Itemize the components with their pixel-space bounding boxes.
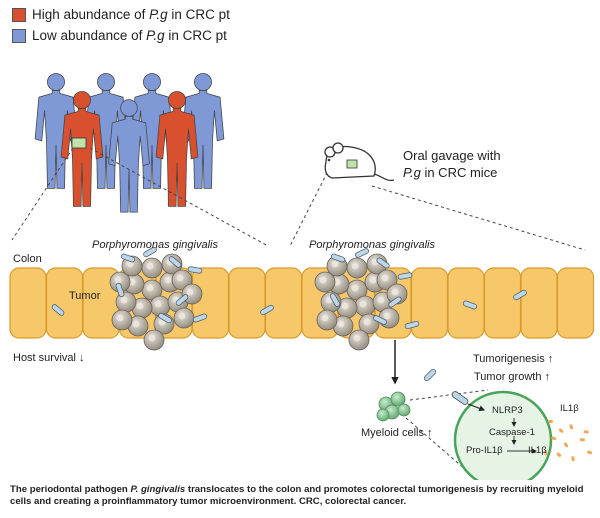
bacterium (143, 246, 157, 258)
myeloid-label: Myeloid cells ↑ (361, 427, 433, 439)
zoom-lines (405, 389, 489, 471)
person-figure (155, 91, 199, 207)
species-label-left: Porphyromonas gingivalis (92, 239, 218, 251)
colon-highlight-box (71, 137, 87, 149)
oral-line1: Oral gavage with (403, 148, 501, 163)
il1b-dot (548, 420, 553, 423)
diagram-canvas (9, 73, 595, 480)
colon-label: Colon (13, 253, 42, 265)
legend-low-swatch (12, 28, 26, 43)
legend-low: Low abundance of P.g in CRC pt (12, 28, 227, 43)
bacterium (404, 320, 420, 330)
bacterium (329, 293, 341, 307)
epithelial-cell (483, 267, 522, 339)
bacterium (187, 266, 203, 274)
epithelial-cell (191, 267, 230, 339)
il1b-outer-label: IL1β (560, 403, 579, 414)
bacterium (355, 248, 369, 258)
figure-caption: The periodontal pathogen P. gingivalis t… (10, 484, 584, 507)
bacterium (397, 272, 413, 280)
tumorigenesis-up-arrow: ↑ (547, 353, 554, 365)
host-survival-down-arrow: ↓ (79, 352, 85, 364)
bacterium (373, 315, 387, 325)
bacterium (175, 294, 189, 306)
il1b-dot (579, 438, 585, 442)
legend-high-swatch (12, 7, 26, 22)
colon-epithelium (9, 267, 595, 339)
il1b-dot (551, 436, 557, 441)
il1b-dot (558, 428, 564, 433)
species-label-right: Porphyromonas gingivalis (309, 239, 435, 251)
bacterium (513, 289, 527, 301)
tumorigenesis-label: Tumorigenesis ↑ (473, 353, 554, 365)
patient-group-figures (34, 73, 225, 213)
pg-activation-rod (451, 391, 486, 412)
bacterium (423, 368, 437, 382)
myeloid-up-arrow: ↑ (427, 427, 433, 439)
oral-gavage-label: Oral gavage with P.g in CRC mice (403, 147, 501, 181)
tumor-cluster-left (109, 253, 203, 351)
tumor-growth-label: Tumor growth ↑ (474, 371, 551, 383)
epithelial-cell (264, 267, 303, 339)
legend-low-text: Low abundance of P.g in CRC pt (32, 28, 227, 43)
epithelial-cell (556, 267, 595, 339)
legend-high: High abundance of P.g in CRC pt (12, 7, 230, 22)
bacterium (51, 304, 65, 316)
person-figure (60, 91, 104, 207)
bacterium (158, 312, 172, 324)
bacterium (168, 256, 182, 268)
il1b-dot (563, 442, 569, 448)
il1b-dot (587, 450, 593, 455)
tumor-growth-up-arrow: ↑ (544, 371, 551, 383)
nlrp3-label: NLRP3 (492, 405, 523, 416)
caspase-label: Caspase-1 (489, 427, 535, 438)
person-figure (108, 99, 150, 213)
epithelial-cell (228, 267, 266, 339)
epithelial-cell (9, 267, 47, 339)
bacterium (330, 253, 346, 263)
epithelial-cell (410, 267, 449, 339)
epithelial-cell (45, 267, 84, 339)
projection-lines (11, 147, 586, 251)
il1b-inner-label: IL1β (528, 445, 547, 456)
bacterium (260, 304, 274, 316)
il1b-dot (583, 430, 589, 434)
bacteria-rods (51, 246, 527, 382)
bacterium (376, 257, 390, 269)
tumor-label: Tumor (69, 290, 101, 302)
host-survival-label: Host survival ↓ (13, 352, 85, 364)
il1b-dot (556, 452, 562, 458)
bacterium (120, 253, 136, 263)
bacterium (388, 296, 402, 308)
oral-line2: P.g in CRC mice (403, 165, 498, 180)
bacterium (192, 313, 208, 323)
bacterium (462, 300, 478, 310)
mouse-icon (324, 142, 395, 181)
il1b-dot (569, 424, 574, 430)
pro-il1b-label: Pro-IL1β (466, 445, 503, 456)
myeloid-cell-cluster (376, 391, 411, 422)
bacterium (115, 282, 125, 298)
inflammasome-panel (453, 390, 553, 480)
legend-high-text: High abundance of P.g in CRC pt (32, 7, 230, 22)
il1b-dot (571, 456, 575, 462)
epithelial-cell (520, 267, 558, 339)
il1b-secreted-dots (543, 420, 593, 462)
il1b-dot (543, 450, 548, 456)
